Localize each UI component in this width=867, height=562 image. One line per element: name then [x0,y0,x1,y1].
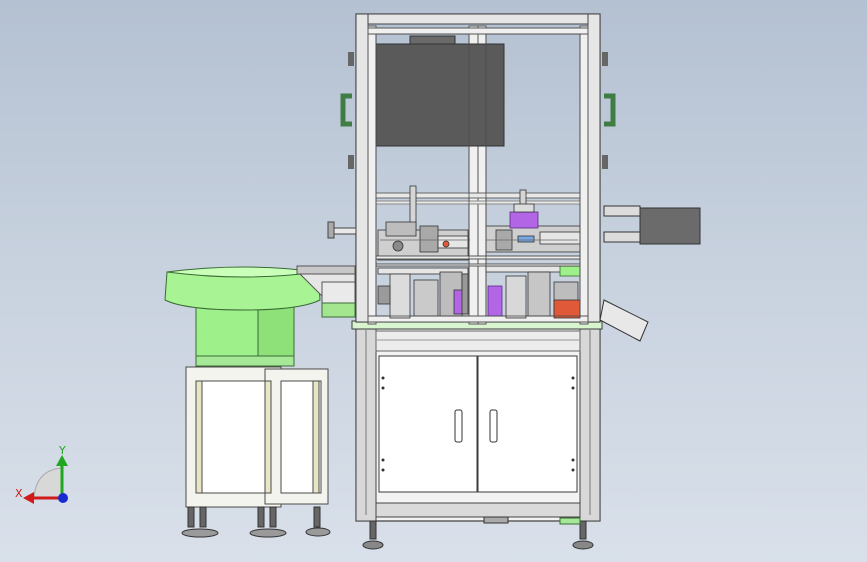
door-handle-left[interactable] [454,409,463,443]
orientation-triad: Y X [15,444,68,504]
cabinet-doors [378,355,578,493]
feeder-feet [181,506,331,538]
y-axis-label: Y [58,444,66,457]
bowl-feeder [164,265,356,538]
door-handle-right[interactable] [489,409,498,443]
discharge-chute [599,299,649,342]
electrical-panel [375,43,505,147]
guard-glass [375,33,581,317]
feeder-stand [185,366,329,508]
side-cylinder [603,205,701,245]
feeder-base [195,301,295,367]
air-fitting [327,221,357,239]
cabinet-feet [362,516,594,550]
main-cabinet [327,13,701,550]
feeder-bowl [164,266,356,311]
frame-handles [340,52,616,169]
upper-frame [355,13,601,325]
internal-mechanism [375,185,581,319]
linear-feeder-track [296,265,356,318]
x-axis-label: X [15,487,23,500]
z-axis-dot [58,493,68,503]
